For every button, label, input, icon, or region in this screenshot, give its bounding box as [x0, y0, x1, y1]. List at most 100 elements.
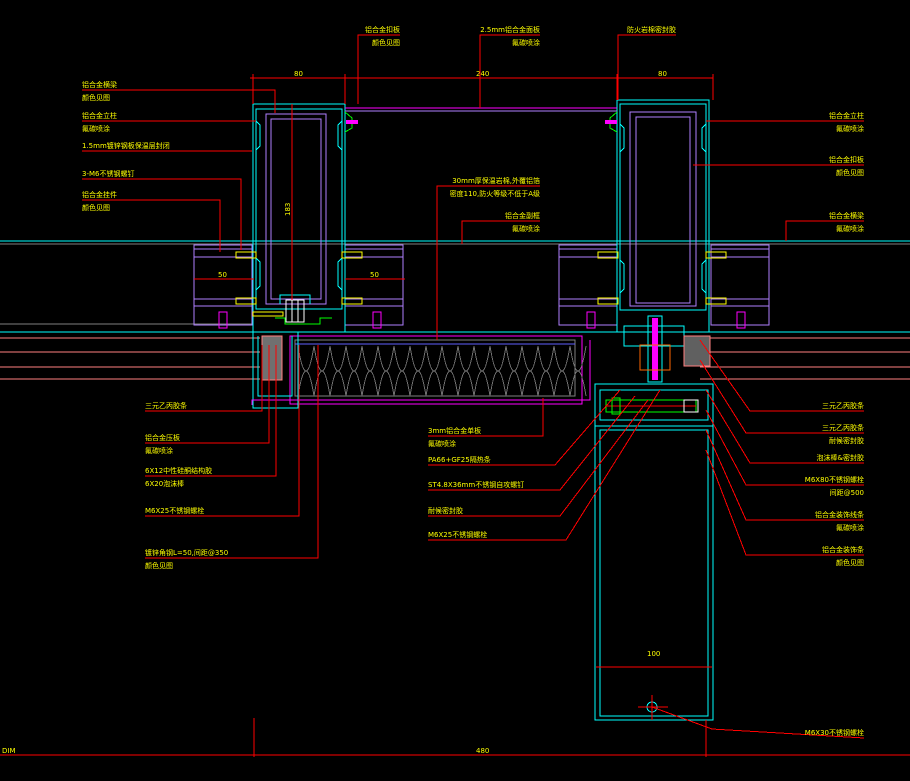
leader-center-1 — [461, 220, 540, 244]
dimension-texts: 80 240 80 183 50 50 100 DIM 480 — [2, 70, 667, 755]
label-bl-2-sub: 6X20泡沫棒 — [145, 479, 184, 488]
label-bl-1: 铝合金压板 — [145, 433, 180, 442]
leader-br-1 — [699, 359, 864, 434]
floor-lines — [0, 240, 910, 380]
leader-bl-0 — [145, 345, 263, 412]
label-bl-1-sub: 氟碳喷涂 — [145, 446, 173, 455]
label-center-1-sub: 氟碳喷涂 — [512, 224, 540, 233]
dim-top-right: 80 — [658, 70, 667, 78]
left-joint — [251, 299, 591, 409]
leader-right-2 — [785, 220, 864, 241]
label-right-1-sub: 颜色见图 — [836, 168, 864, 177]
label-br-5-sub: 颜色见图 — [836, 558, 864, 567]
leader-lines — [82, 34, 865, 739]
leader-top-2 — [617, 34, 676, 100]
leader-bl-3 — [145, 345, 300, 517]
label-bc-0-sub: 氟碳喷涂 — [428, 439, 456, 448]
leader-br-5 — [705, 449, 864, 556]
leader-left-4 — [82, 199, 221, 252]
dimensions — [0, 74, 910, 757]
mullion-right — [616, 99, 710, 333]
leader-br-3 — [705, 409, 864, 486]
leader-bc-3 — [428, 399, 649, 517]
leader-fin-bolt — [651, 706, 865, 739]
leader-bl-2 — [145, 345, 277, 477]
label-br-1-sub: 耐候密封胶 — [829, 436, 864, 445]
bracket-left — [193, 244, 253, 326]
label-right-0-sub: 氟碳喷涂 — [836, 124, 864, 133]
label-top-1-sub: 氟碳喷涂 — [512, 38, 540, 47]
label-left-1-sub: 氟碳喷涂 — [82, 124, 110, 133]
label-top-0: 铝合金扣板 — [365, 25, 400, 34]
label-left-1: 铝合金立柱 — [82, 111, 117, 120]
leader-bc-0 — [428, 398, 544, 437]
label-left-0: 铝合金横梁 — [82, 80, 117, 89]
leader-br-2 — [705, 389, 864, 464]
annotation-labels: 铝合金扣板颜色见图2.5mm铝合金面板氟碳喷涂防火岩棉密封胶铝合金横梁颜色见图铝… — [82, 25, 864, 737]
label-left-3: 3-M6不锈钢螺钉 — [82, 169, 134, 178]
label-bl-0: 三元乙丙胶条 — [145, 401, 187, 410]
label-br-0: 三元乙丙胶条 — [822, 401, 864, 410]
label-left-2: 1.5mm镀锌钢板保温层封闭 — [82, 141, 170, 150]
bracket-right — [710, 244, 770, 326]
leader-bl-1 — [145, 345, 270, 444]
label-right-1: 铝合金扣板 — [829, 155, 864, 164]
dim-mullion-depth: 183 — [284, 203, 292, 216]
label-bc-1: PA66+GF25隔热条 — [428, 455, 491, 464]
leader-bl-4 — [145, 345, 319, 559]
bracket-center-left — [344, 244, 404, 326]
dim-bracket-right: 50 — [370, 271, 379, 279]
label-bc-0: 3mm铝合金单板 — [428, 426, 481, 435]
label-br-4-sub: 氟碳喷涂 — [836, 523, 864, 532]
brackets — [193, 244, 770, 326]
bracket-center-right — [558, 244, 618, 326]
label-bl-4: 镀锌角钢L=50,间距@350 — [145, 548, 228, 557]
label-fin-bolt: M6X30不锈钢螺栓 — [805, 728, 864, 737]
fasteners — [218, 251, 746, 329]
label-br-2: 泡沫棒&密封胶 — [817, 453, 864, 462]
label-left-4: 铝合金挂件 — [82, 190, 117, 199]
label-right-0: 铝合金立柱 — [829, 111, 864, 120]
label-bl-3: M6X25不锈钢螺栓 — [145, 506, 204, 515]
leader-bc-2 — [428, 395, 636, 491]
leader-br-0 — [699, 339, 864, 412]
label-br-3: M6X80不锈钢螺栓 — [805, 475, 864, 484]
dim-base-total: 480 — [476, 747, 489, 755]
label-center-0: 30mm厚保温岩棉,外覆铝箔 — [452, 176, 540, 185]
label-bc-4: M6X25不锈钢螺栓 — [428, 530, 487, 539]
dim-top-left: 80 — [294, 70, 303, 78]
leader-bc-4 — [428, 389, 661, 541]
dim-bracket-left: 50 — [218, 271, 227, 279]
label-br-5: 铝合金装饰条 — [822, 545, 864, 554]
label-bc-3: 耐候密封胶 — [428, 506, 463, 515]
leader-left-3 — [82, 178, 242, 250]
leader-left-0 — [82, 89, 276, 113]
leader-br-4 — [705, 429, 864, 521]
label-center-0-sub: 密度110,防火等级不低于A级 — [450, 189, 540, 198]
label-bl-2: 6X12中性硅酮结构胶 — [145, 466, 212, 475]
label-top-1: 2.5mm铝合金面板 — [480, 25, 540, 34]
dim-base-left: DIM — [2, 747, 16, 755]
label-left-4-sub: 颜色见图 — [82, 203, 110, 212]
label-br-1: 三元乙丙胶条 — [822, 423, 864, 432]
leader-center-0 — [436, 185, 540, 340]
label-left-0-sub: 颜色见图 — [82, 93, 110, 102]
label-br-4: 铝合金装饰线条 — [815, 510, 864, 519]
dim-top-middle: 240 — [476, 70, 489, 78]
leader-top-0 — [357, 34, 400, 104]
leader-bc-1 — [428, 389, 621, 466]
insulation-panel — [261, 335, 587, 405]
dim-fin-width: 100 — [647, 650, 660, 658]
label-right-2: 铝合金横梁 — [829, 211, 864, 220]
label-right-2-sub: 氟碳喷涂 — [836, 224, 864, 233]
top-panel — [344, 107, 618, 133]
mullion-left — [252, 103, 346, 333]
label-center-1: 铝合金副框 — [505, 211, 540, 220]
label-top-0-sub: 颜色见图 — [372, 38, 400, 47]
leader-top-1 — [479, 34, 540, 108]
label-bl-4-sub: 颜色见图 — [145, 561, 173, 570]
label-br-3-sub: 间距@500 — [830, 489, 864, 497]
vertical-fin — [594, 425, 714, 721]
label-bc-2: ST4.8X36mm不锈钢自攻螺钉 — [428, 480, 524, 489]
